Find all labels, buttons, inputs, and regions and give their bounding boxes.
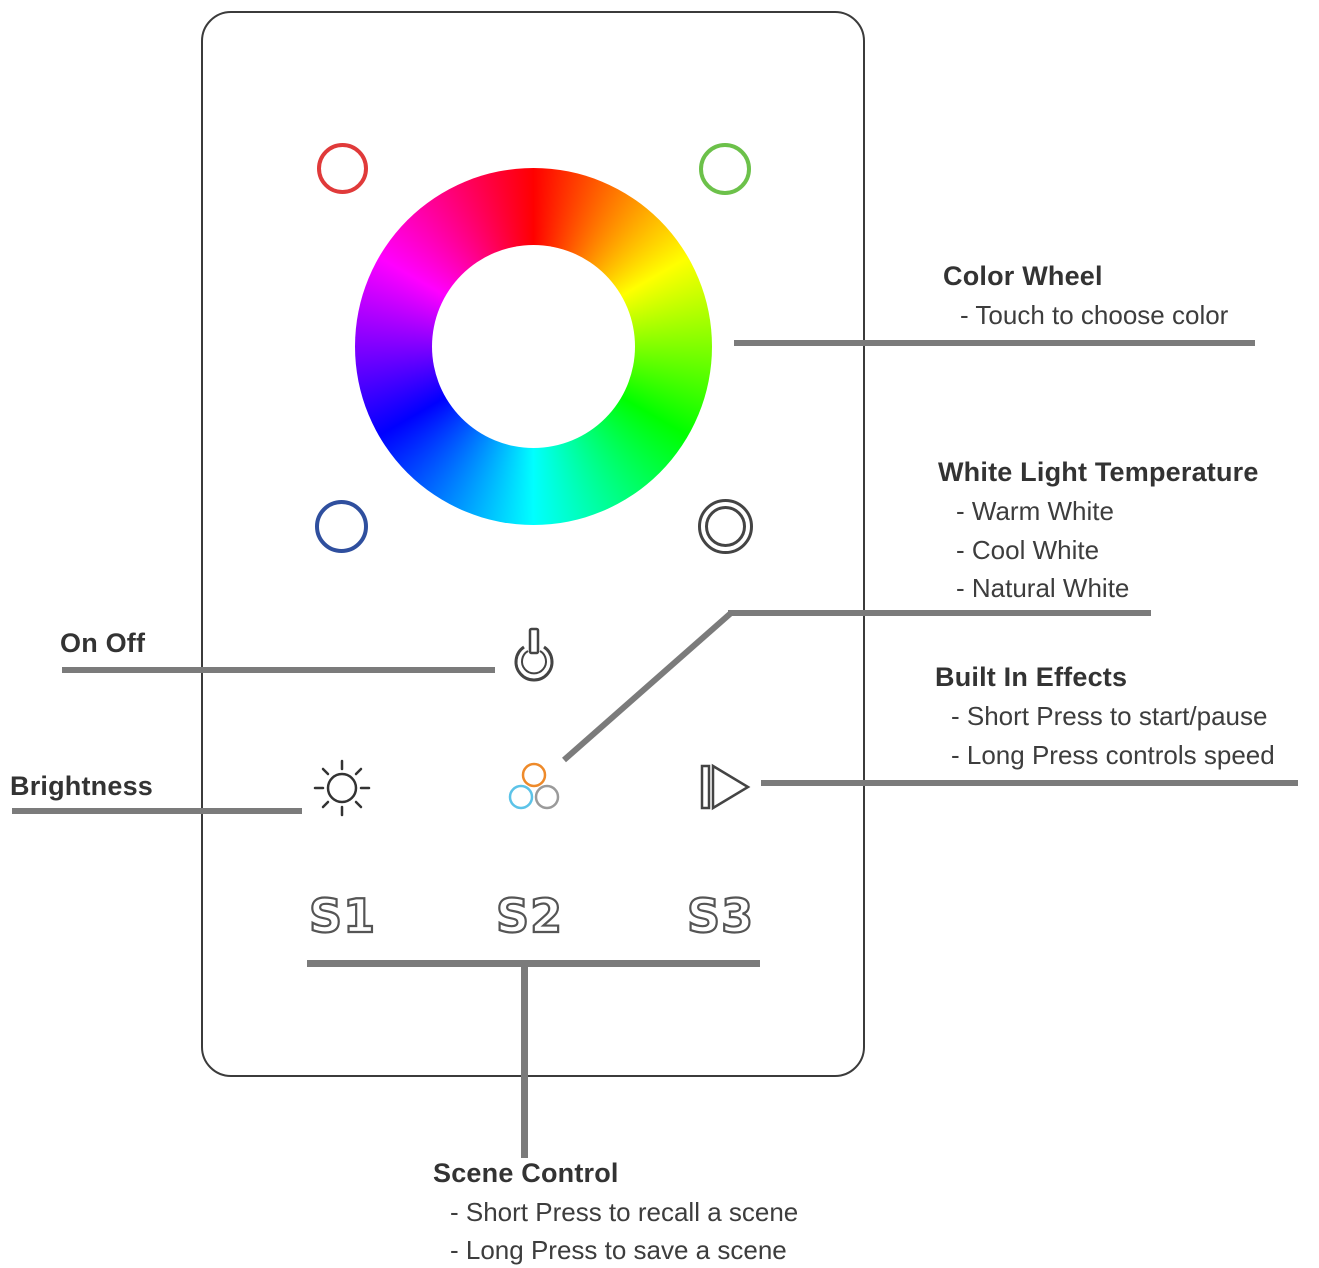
brightness-title: Brightness <box>10 771 154 801</box>
white-light-title: White Light Temperature <box>938 457 1259 487</box>
blue-color-button[interactable] <box>315 500 368 553</box>
effects-title: Built In Effects <box>935 662 1128 692</box>
on-off-leader-line <box>62 667 495 673</box>
three-circles-icon[interactable] <box>505 760 565 816</box>
effects-item-short: - Short Press to start/pause <box>951 701 1268 731</box>
green-color-button[interactable] <box>699 143 751 195</box>
effects-item-long: - Long Press controls speed <box>951 740 1275 770</box>
white-color-button-inner-ring <box>705 506 746 547</box>
scene-control-item-long: - Long Press to save a scene <box>450 1235 787 1265</box>
color-wheel-center <box>432 245 635 448</box>
scene-vertical-line <box>521 960 528 1158</box>
color-wheel[interactable] <box>355 168 712 525</box>
power-icon[interactable] <box>509 627 559 682</box>
sun-icon[interactable] <box>312 758 372 818</box>
scene-button-s1[interactable]: S1 <box>308 888 377 944</box>
scene-control-item-short: - Short Press to recall a scene <box>450 1197 799 1227</box>
brightness-leader-line <box>12 808 302 814</box>
white-light-item-cool: - Cool White <box>956 535 1100 565</box>
on-off-title: On Off <box>60 628 146 658</box>
scene-horizontal-line <box>307 960 760 967</box>
scene-control-title: Scene Control <box>433 1158 619 1188</box>
white-light-item-warm: - Warm White <box>956 496 1114 526</box>
effects-leader-line <box>761 780 1298 786</box>
white-light-horizontal-line <box>728 610 1151 616</box>
white-light-item-natural: - Natural White <box>956 573 1130 603</box>
white-color-button[interactable] <box>698 499 753 554</box>
play-effects-icon[interactable] <box>700 762 752 814</box>
color-wheel-leader-line <box>734 340 1255 346</box>
scene-button-s3[interactable]: S3 <box>686 888 755 944</box>
red-color-button[interactable] <box>317 143 368 194</box>
scene-button-s2[interactable]: S2 <box>495 888 564 944</box>
color-wheel-title: Color Wheel <box>943 261 1103 291</box>
color-wheel-desc: - Touch to choose color <box>960 300 1229 330</box>
